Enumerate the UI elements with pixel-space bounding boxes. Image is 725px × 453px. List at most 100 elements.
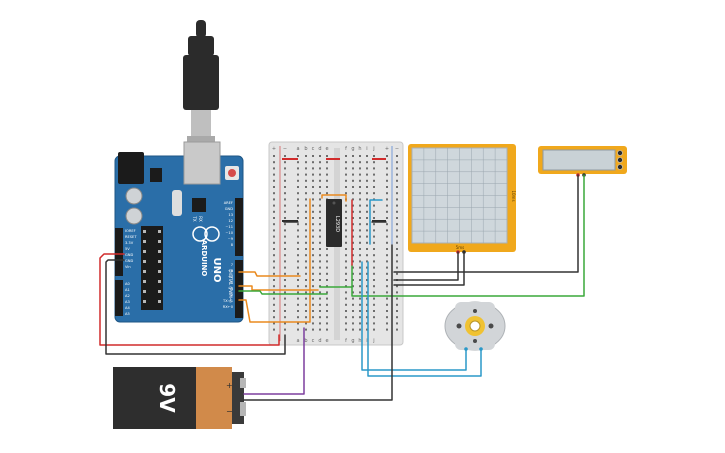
arduino-pin-label: ~6	[228, 269, 234, 273]
breadboard-hole	[366, 272, 368, 275]
breadboard-hole	[319, 173, 321, 176]
9v-battery: 9V + −	[113, 367, 246, 429]
breadboard-hole	[319, 322, 321, 325]
breadboard-hole	[359, 297, 361, 300]
breadboard-hole	[312, 204, 314, 207]
breadboard-hole	[284, 322, 286, 325]
breadboard-hole	[312, 192, 314, 195]
breadboard-hole	[352, 167, 354, 170]
arduino-model-label: UNO	[211, 258, 222, 283]
breadboard-hole	[359, 285, 361, 288]
breadboard-hole	[305, 291, 307, 294]
breadboard-hole	[326, 248, 328, 250]
breadboard-hole	[319, 161, 321, 164]
breadboard-hole	[373, 210, 375, 213]
wire-purple	[243, 327, 305, 395]
breadboard-hole	[396, 186, 398, 188]
breadboard-hole	[273, 173, 275, 176]
usb-cable	[183, 20, 219, 142]
breadboard-hole	[352, 254, 354, 257]
breadboard-hole	[326, 291, 328, 294]
column-label: d	[318, 146, 321, 152]
breadboard-hole	[305, 316, 307, 319]
breadboard-hole	[359, 161, 361, 164]
arduino-pin-label: A5	[125, 312, 130, 316]
arduino-pin-label: TX→1	[222, 299, 233, 303]
breadboard-hole	[386, 328, 388, 331]
column-label: j	[372, 338, 374, 344]
breadboard-hole	[359, 204, 361, 207]
breadboard-hole	[373, 248, 375, 250]
breadboard-hole	[319, 310, 321, 312]
breadboard-hole	[352, 248, 354, 250]
breadboard-hole	[326, 322, 328, 325]
breadboard-hole	[352, 198, 354, 201]
arduino-power-pin-labels: IOREF RESET 3.3V 5V GND GND Vin	[125, 229, 137, 269]
breadboard-hole	[386, 260, 388, 263]
breadboard-hole	[305, 173, 307, 176]
breadboard-hole	[396, 173, 398, 176]
breadboard-hole	[326, 279, 328, 281]
breadboard-hole	[359, 260, 361, 263]
breadboard-hole	[366, 316, 368, 319]
breadboard-hole	[297, 198, 299, 201]
breadboard-hole	[366, 235, 368, 238]
breadboard-hole	[273, 297, 275, 300]
breadboard-hole	[352, 303, 354, 306]
arduino-pin-label: ~11	[225, 225, 233, 229]
breadboard-hole	[319, 155, 321, 157]
breadboard-hole	[312, 279, 314, 281]
breadboard-hole	[386, 210, 388, 213]
breadboard-hole	[297, 254, 299, 257]
breadboard-hole	[373, 192, 375, 195]
breadboard-hole	[284, 223, 286, 226]
wire-blue	[367, 261, 482, 377]
breadboard-hole	[386, 254, 388, 257]
breadboard-hole	[373, 179, 375, 182]
breadboard-hole	[273, 167, 275, 170]
breadboard-hole	[359, 223, 361, 226]
column-label: e	[325, 338, 328, 344]
arduino-pin-label: 5V	[125, 247, 130, 251]
breadboard-hole	[319, 316, 321, 319]
breadboard-hole	[297, 235, 299, 238]
breadboard-hole	[366, 303, 368, 306]
breadboard-hole	[312, 328, 314, 331]
arduino-rx-label: RX	[198, 216, 203, 222]
breadboard-hole	[326, 186, 328, 188]
breadboard-hole	[352, 260, 354, 263]
breadboard-hole	[359, 316, 361, 319]
breadboard-hole	[396, 179, 398, 182]
breadboard-hole	[312, 223, 314, 226]
breadboard-hole	[373, 229, 375, 232]
breadboard-hole	[312, 198, 314, 201]
arduino-uno-board: ARDUINO UNO DIGITAL (PWM~) TX RX IOREF R…	[114, 141, 244, 323]
breadboard-hole	[297, 179, 299, 182]
column-label: f	[345, 338, 347, 344]
battery-label: 9V	[155, 383, 179, 413]
column-label: h	[358, 146, 361, 152]
breadboard-hole	[386, 161, 388, 164]
breadboard-hole	[366, 179, 368, 182]
breadboard-hole	[284, 161, 286, 164]
breadboard-hole	[297, 204, 299, 207]
breadboard-hole	[386, 316, 388, 319]
breadboard-hole	[386, 303, 388, 306]
breadboard-hole	[297, 161, 299, 164]
breadboard-hole	[326, 161, 328, 164]
breadboard-hole	[326, 285, 328, 288]
breadboard-hole	[386, 173, 388, 176]
breadboard-hole	[297, 186, 299, 188]
breadboard-hole	[373, 161, 375, 164]
breadboard-hole	[352, 210, 354, 213]
breadboard-hole	[373, 266, 375, 269]
breadboard-hole	[345, 161, 347, 164]
breadboard-hole	[284, 291, 286, 294]
oscilloscope-bottom-label: 5ms	[456, 245, 465, 250]
wire-green	[351, 174, 585, 297]
arduino-digital-label: DIGITAL (PWM~)	[228, 269, 233, 303]
arduino-pin-label: IOREF	[125, 229, 136, 233]
breadboard-hole	[297, 279, 299, 281]
breadboard-hole	[386, 217, 388, 219]
